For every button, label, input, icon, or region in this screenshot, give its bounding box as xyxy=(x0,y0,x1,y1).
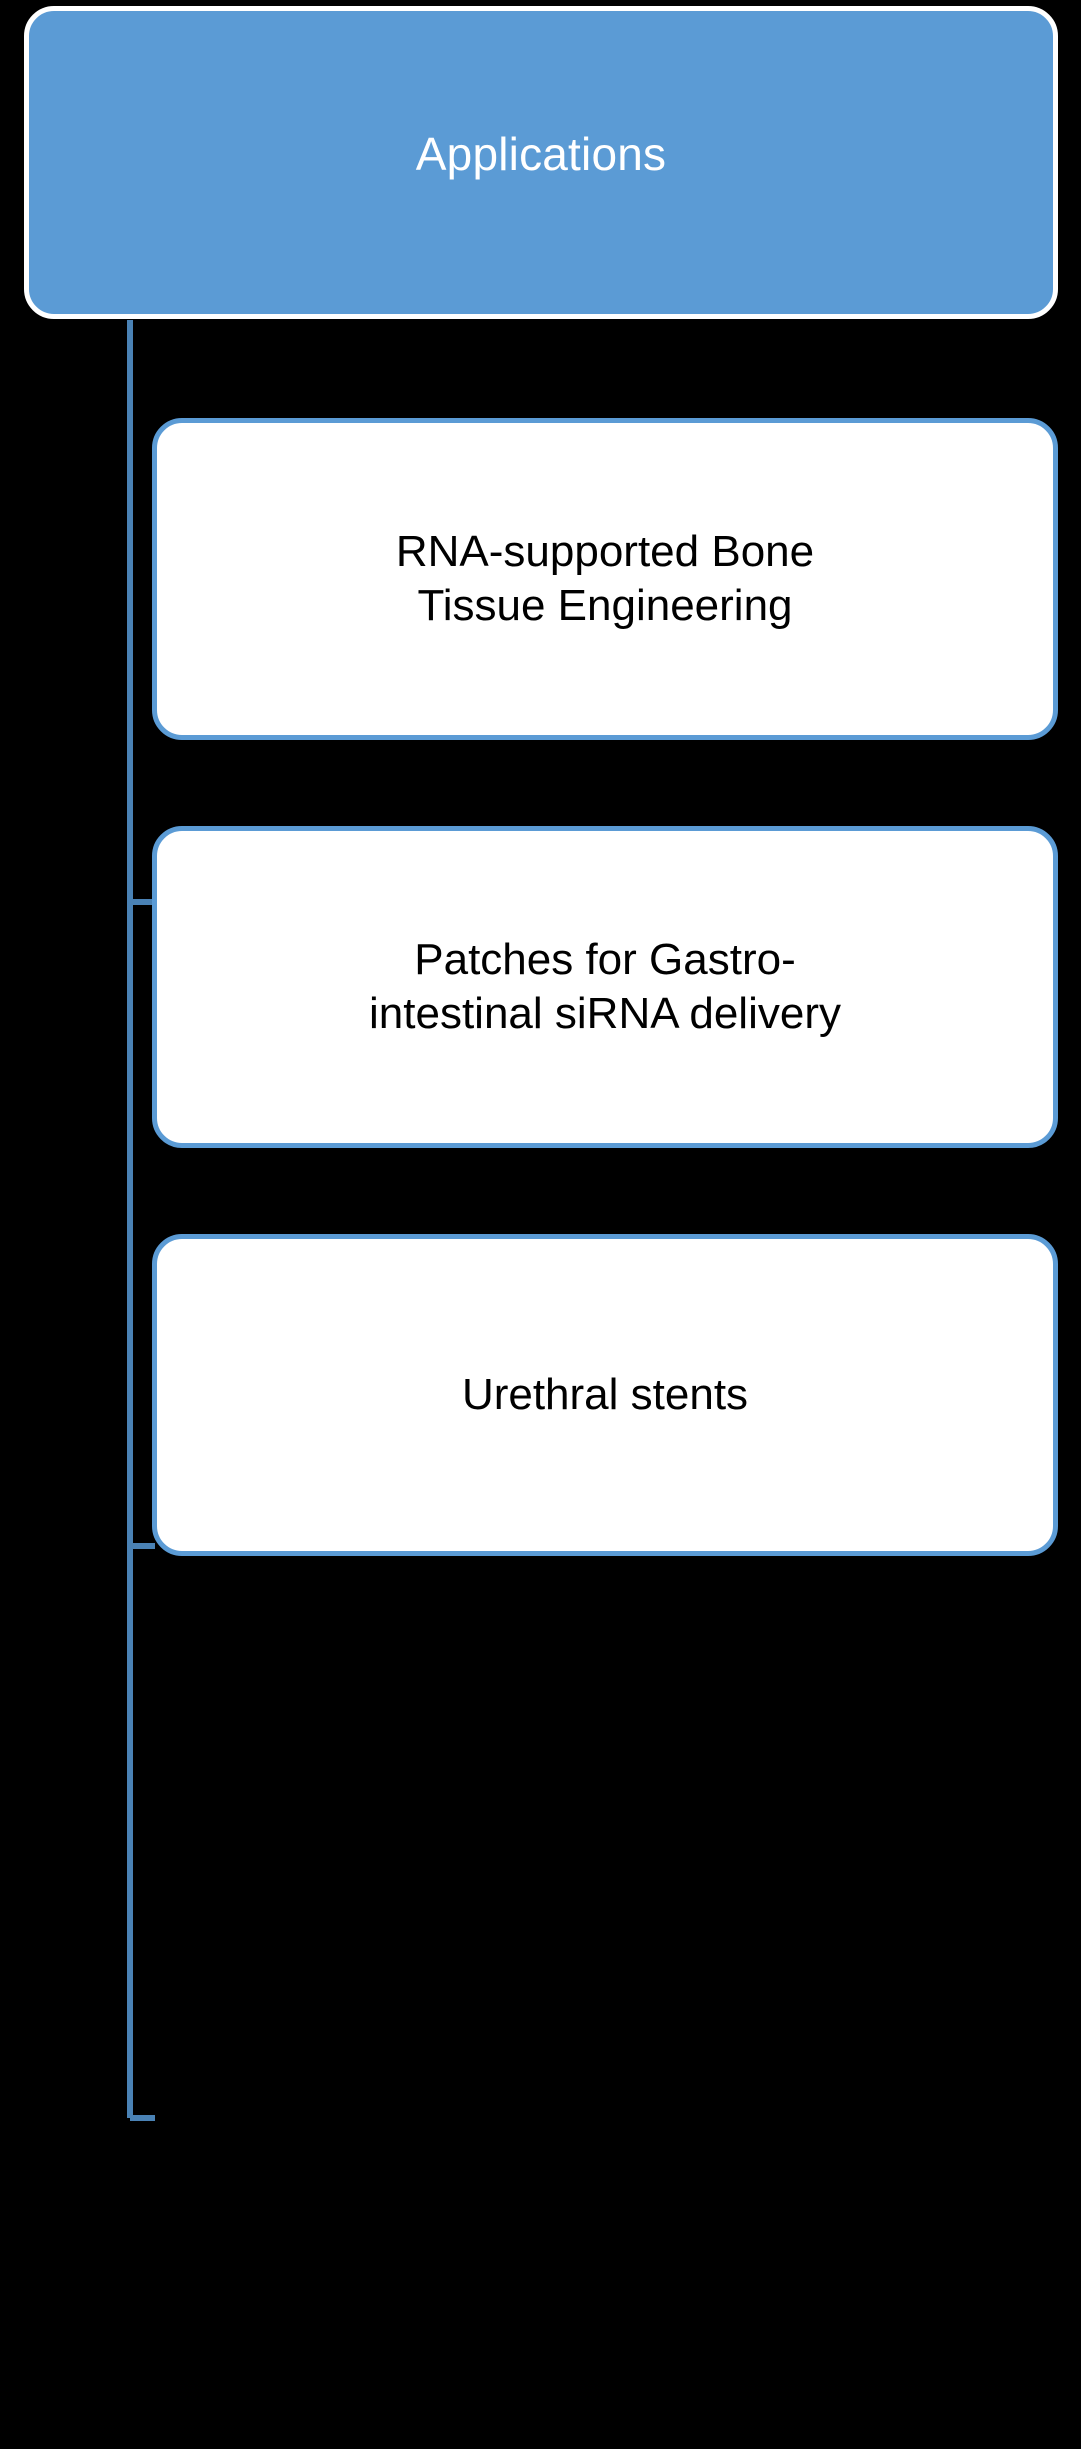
node-root-label: Applications xyxy=(415,128,667,181)
node-child-rna-supported-bone-tissue-engineering[interactable]: RNA-supported Bone Tissue Engineering xyxy=(152,418,1058,740)
node-child-patches-for-gastro-intestinal-sirna-delivery[interactable]: Patches for Gastro- intestinal siRNA del… xyxy=(152,826,1058,1148)
node-child-urethral-stents[interactable]: Urethral stents xyxy=(152,1234,1058,1556)
node-child-label: Patches for Gastro- intestinal siRNA del… xyxy=(369,935,841,1038)
node-root-applications[interactable]: Applications xyxy=(24,6,1058,319)
node-child-label: RNA-supported Bone Tissue Engineering xyxy=(395,527,815,630)
node-child-label: Urethral stents xyxy=(461,1370,749,1420)
